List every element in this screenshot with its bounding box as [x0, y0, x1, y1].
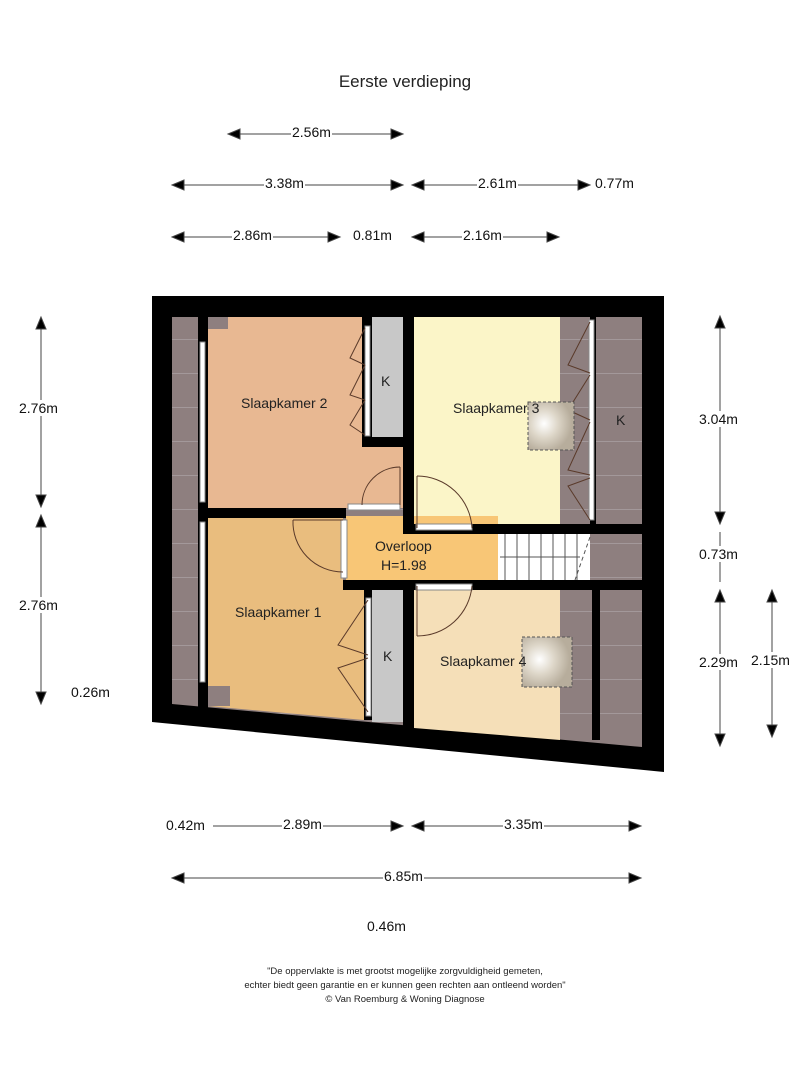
- room-slaapkamer-4: [414, 590, 560, 740]
- skylight-4: [521, 636, 573, 688]
- dim-left-2.76-bottom: 2.76m: [18, 597, 59, 613]
- label-closet-2: K: [381, 373, 391, 389]
- dim-right-0.73: 0.73m: [698, 546, 739, 562]
- dim-left-2.76-top: 2.76m: [18, 400, 59, 416]
- dim-top-0.81: 0.81m: [352, 227, 393, 243]
- room-slaapkamer-2: [208, 317, 403, 508]
- label-slaapkamer-3: Slaapkamer 3: [453, 400, 540, 416]
- dim-left-0.26: 0.26m: [70, 684, 111, 700]
- dim-top-2.56: 2.56m: [291, 124, 332, 140]
- dim-top-3.38: 3.38m: [264, 175, 305, 191]
- dim-right-2.15: 2.15m: [750, 652, 791, 668]
- label-slaapkamer-1: Slaapkamer 1: [235, 604, 322, 620]
- dim-right-2.29: 2.29m: [698, 654, 739, 670]
- dim-top-2.86: 2.86m: [232, 227, 273, 243]
- dim-bottom-2.89: 2.89m: [282, 816, 323, 832]
- dim-right-3.04: 3.04m: [698, 411, 739, 427]
- dim-bottom-3.35: 3.35m: [503, 816, 544, 832]
- label-slaapkamer-4: Slaapkamer 4: [440, 653, 527, 669]
- label-slaapkamer-2: Slaapkamer 2: [241, 395, 328, 411]
- copyright: © Van Roemburg & Woning Diagnose: [325, 994, 485, 1005]
- label-overloop-height: H=1.98: [381, 557, 427, 573]
- dim-bottom-0.42: 0.42m: [165, 817, 206, 833]
- dim-top-2.16: 2.16m: [462, 227, 503, 243]
- disclaimer-line-1: "De oppervlakte is met grootst mogelijke…: [267, 966, 543, 977]
- dim-top-2.61: 2.61m: [477, 175, 518, 191]
- skylight-3: [527, 401, 575, 451]
- closet-2: [372, 317, 403, 437]
- disclaimer-line-2: echter biedt geen garantie en er kunnen …: [244, 980, 566, 991]
- label-closet-1: K: [383, 648, 393, 664]
- label-overloop: Overloop: [375, 538, 432, 554]
- dim-bottom-0.46: 0.46m: [366, 918, 407, 934]
- floor-title: Eerste verdieping: [338, 72, 472, 91]
- closet-1: [372, 590, 403, 722]
- dim-top-0.77: 0.77m: [594, 175, 635, 191]
- label-closet-3: K: [616, 412, 626, 428]
- dim-bottom-6.85: 6.85m: [383, 868, 424, 884]
